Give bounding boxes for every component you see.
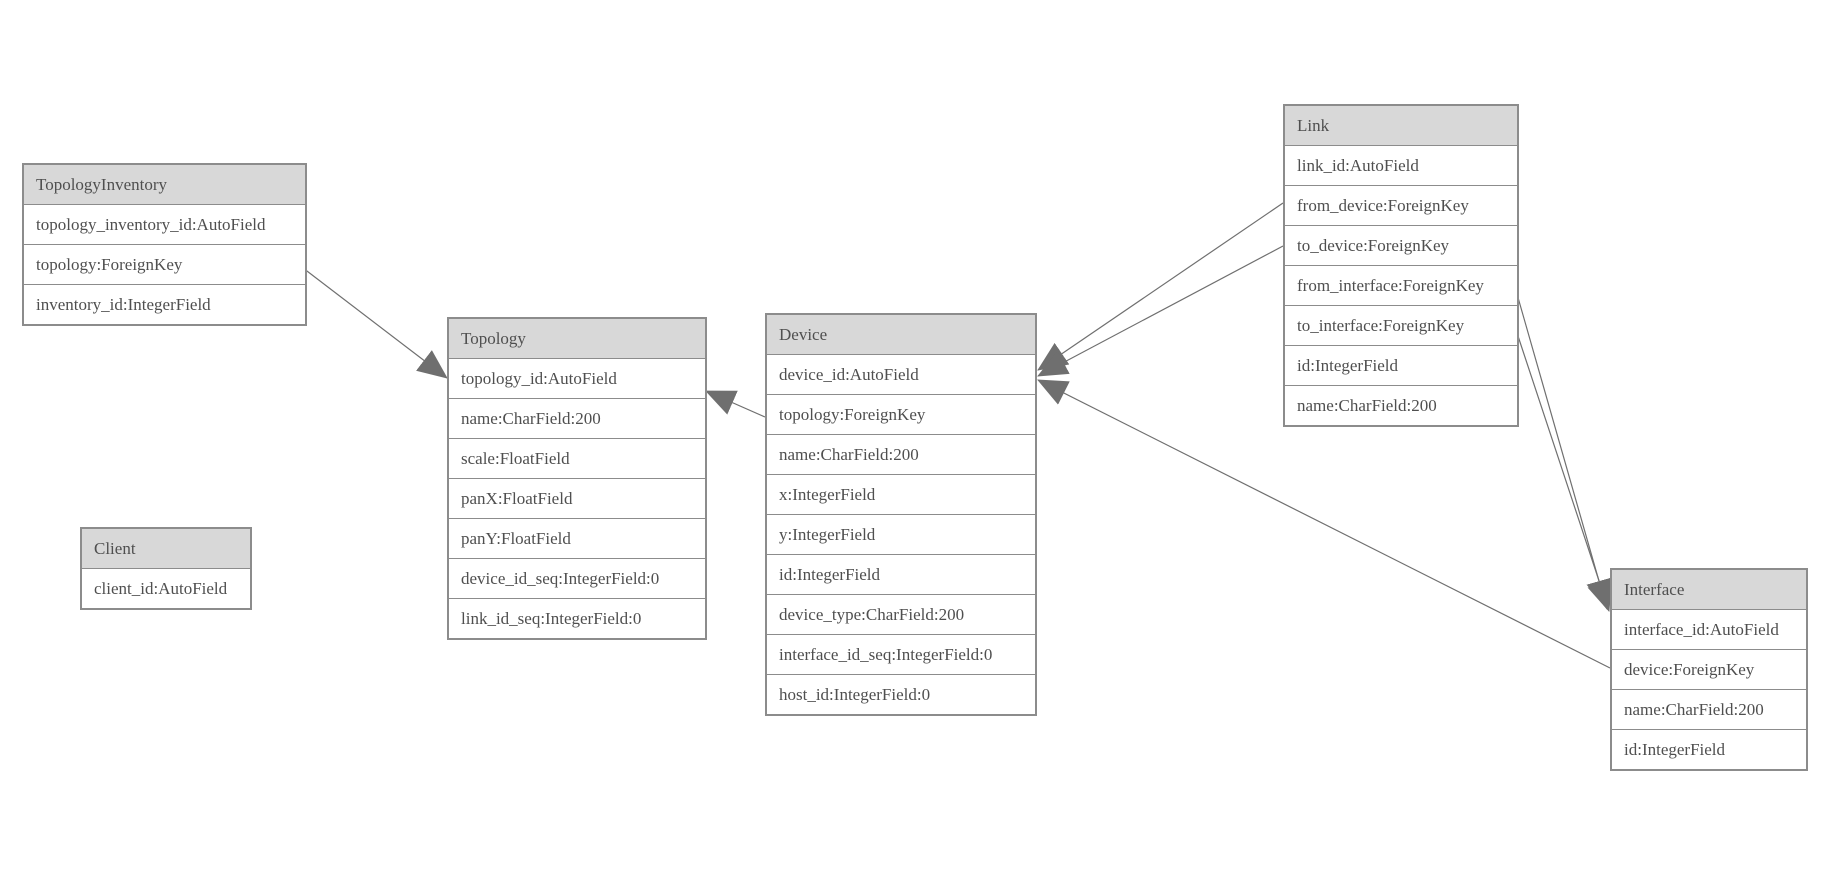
- field-row: device:ForeignKey: [1612, 650, 1806, 690]
- field-row: name:CharField:200: [1285, 386, 1517, 425]
- field-row: interface_id:AutoField: [1612, 610, 1806, 650]
- table-title: Topology: [449, 319, 705, 359]
- field-row: device_id_seq:IntegerField:0: [449, 559, 705, 599]
- table-title: Client: [82, 529, 250, 569]
- relation-line-device-topology: [705, 390, 766, 418]
- field-row: id:IntegerField: [1612, 730, 1806, 769]
- field-row: scale:FloatField: [449, 439, 705, 479]
- field-row: x:IntegerField: [767, 475, 1035, 515]
- relation-line-topologyinventory-topology: [302, 267, 448, 379]
- field-row: to_interface:ForeignKey: [1285, 306, 1517, 346]
- field-row: name:CharField:200: [1612, 690, 1806, 730]
- field-row: from_device:ForeignKey: [1285, 186, 1517, 226]
- field-row: topology:ForeignKey: [767, 395, 1035, 435]
- field-row: client_id:AutoField: [82, 569, 250, 608]
- relation-line-link-to-device: [1037, 245, 1284, 377]
- table-title: Interface: [1612, 570, 1806, 610]
- field-row: device_type:CharField:200: [767, 595, 1035, 635]
- field-row: device_id:AutoField: [767, 355, 1035, 395]
- relation-line-link-from-device: [1037, 202, 1284, 371]
- field-row: link_id:AutoField: [1285, 146, 1517, 186]
- field-row: topology_id:AutoField: [449, 359, 705, 399]
- field-row: host_id:IntegerField:0: [767, 675, 1035, 714]
- table-title: Device: [767, 315, 1035, 355]
- table-title: Link: [1285, 106, 1517, 146]
- field-row: from_interface:ForeignKey: [1285, 266, 1517, 306]
- field-row: y:IntegerField: [767, 515, 1035, 555]
- field-row: topology_inventory_id:AutoField: [24, 205, 305, 245]
- relation-line-link-to-interface: [1514, 326, 1613, 612]
- field-row: id:IntegerField: [767, 555, 1035, 595]
- field-row: interface_id_seq:IntegerField:0: [767, 635, 1035, 675]
- field-row: id:IntegerField: [1285, 346, 1517, 386]
- field-row: name:CharField:200: [767, 435, 1035, 475]
- field-row: link_id_seq:IntegerField:0: [449, 599, 705, 638]
- field-row: topology:ForeignKey: [24, 245, 305, 285]
- relation-line-interface-device: [1037, 379, 1611, 669]
- field-row: name:CharField:200: [449, 399, 705, 439]
- table-title: TopologyInventory: [24, 165, 305, 205]
- field-row: panX:FloatField: [449, 479, 705, 519]
- field-row: to_device:ForeignKey: [1285, 226, 1517, 266]
- relation-line-link-from-interface: [1514, 286, 1612, 610]
- field-row: inventory_id:IntegerField: [24, 285, 305, 324]
- field-row: panY:FloatField: [449, 519, 705, 559]
